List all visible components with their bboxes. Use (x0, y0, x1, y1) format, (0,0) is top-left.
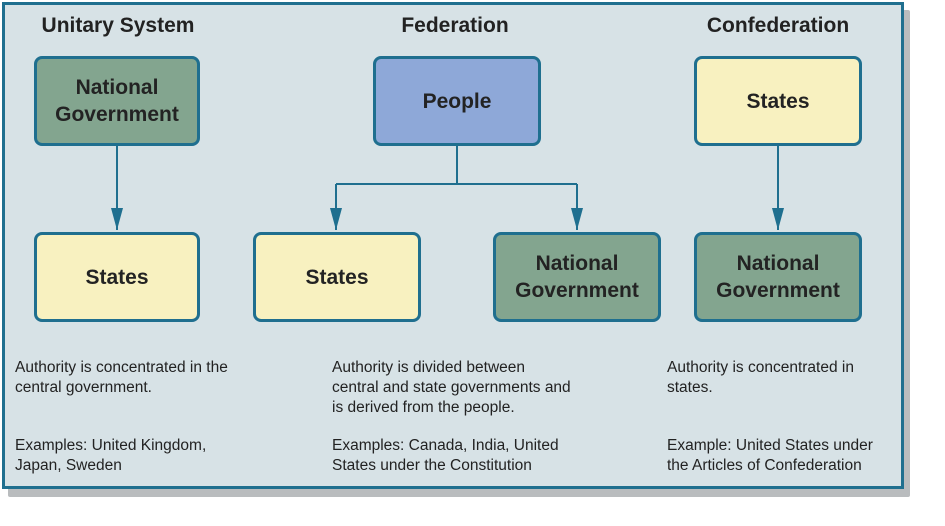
confederation-description: Authority is concentrated in states. (667, 359, 854, 396)
unitary-description: Authority is concentrated in the central… (15, 359, 228, 396)
arrowhead-confederation (772, 208, 784, 230)
arrowhead-unitary (111, 208, 123, 230)
box-label: States (85, 265, 149, 289)
box-label: States (746, 89, 810, 113)
unitary-examples: Examples: United Kingdom, Japan, Sweden (15, 437, 207, 474)
federation-states-box: States (253, 232, 421, 322)
box-label: National Government (515, 252, 639, 302)
federation-description: Authority is divided between central and… (332, 359, 571, 416)
heading-unitary: Unitary System (41, 14, 195, 37)
unitary-states-box: States (34, 232, 200, 322)
federation-examples: Examples: Canada, India, United States u… (332, 437, 559, 474)
box-label: National Government (55, 76, 179, 126)
confederation-states-box: States (694, 56, 862, 146)
heading-confederation: Confederation (706, 14, 850, 37)
unitary-national-government-box: National Government (34, 56, 200, 146)
heading-federation: Federation (401, 14, 509, 37)
box-label: National Government (716, 252, 840, 302)
box-label: People (422, 89, 492, 113)
arrowhead-federation-right (571, 208, 583, 230)
federation-people-box: People (373, 56, 541, 146)
arrowhead-federation-left (330, 208, 342, 230)
confederation-national-government-box: National Government (694, 232, 862, 322)
box-label: States (305, 265, 369, 289)
confederation-examples: Example: United States under the Article… (667, 437, 873, 474)
federation-national-government-box: National Government (493, 232, 661, 322)
